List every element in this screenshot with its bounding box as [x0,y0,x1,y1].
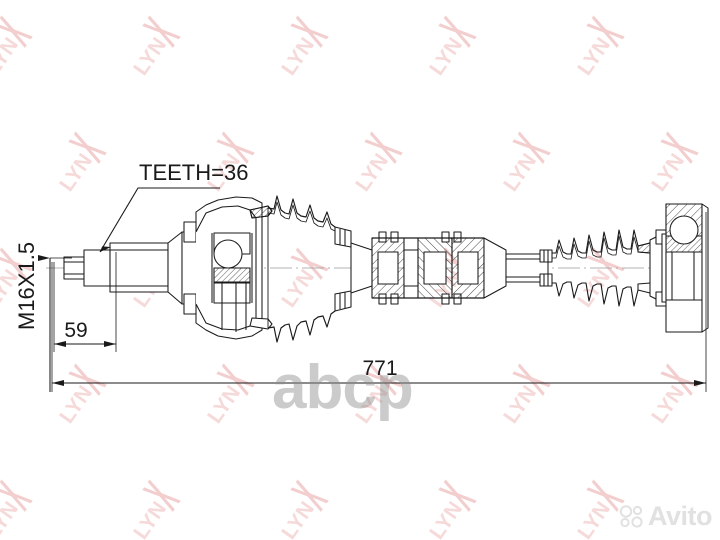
dimension-771-label: 771 [362,357,397,380]
dimension-59-label: 59 [64,319,87,342]
thread-spec-label: M16X1.5 [14,242,39,330]
teeth-label: TEETH=36 [139,160,248,185]
